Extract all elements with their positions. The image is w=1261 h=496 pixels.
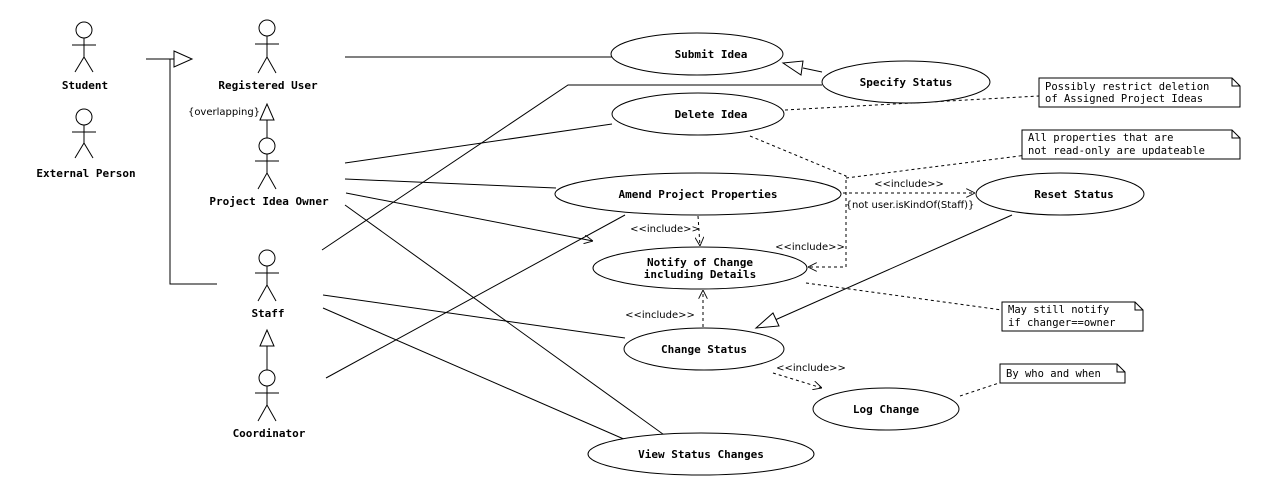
actor-staff: Staff [251, 249, 285, 320]
use-case-view-status-label: View Status Changes [638, 448, 764, 461]
assoc-notify-owner [345, 192, 593, 241]
actor-registered-user-label: Registered User [218, 79, 318, 92]
use-case-notify-line1: Notify of Change [647, 256, 753, 269]
generalization-reset-to-change-status [754, 214, 1013, 329]
associations [321, 56, 822, 441]
use-case-delete-idea: Delete Idea [611, 92, 785, 136]
assoc-owner-amend [344, 178, 557, 189]
use-case-notify-line2: including Details [644, 268, 757, 281]
actor-coordinator: Coordinator [233, 369, 306, 440]
assoc-staff-specify-status [321, 84, 822, 251]
note-who-when-text: By who and when [1006, 368, 1101, 380]
note-restrict-line2: of Assigned Project Ideas [1045, 93, 1203, 105]
include-amend-notify [698, 215, 700, 246]
generalization-coordinator-to-staff [259, 328, 275, 370]
include-label-change-log: <<include>> [776, 363, 846, 374]
use-case-submit-idea: Submit Idea [610, 32, 784, 76]
include-change-log [772, 372, 822, 388]
use-case-submit-idea-label: Submit Idea [675, 48, 748, 61]
use-case-view-status-changes: View Status Changes [587, 432, 815, 476]
generalization-to-registered-user [146, 50, 217, 285]
actor-external-person-label: External Person [36, 167, 135, 180]
use-case-reset-status: Reset Status [975, 172, 1145, 216]
actor-project-idea-owner: Project Idea Owner [209, 137, 329, 208]
include-dependencies [698, 135, 975, 388]
note-properties-line2: not read-only are updateable [1028, 145, 1205, 157]
actor-external-person: External Person [36, 108, 136, 180]
note-who-when: By who and when [999, 363, 1126, 384]
use-case-change-status: Change Status [623, 327, 785, 371]
use-case-delete-idea-label: Delete Idea [675, 108, 748, 121]
not-staff-constraint: {not user.isKindOf(Staff)} [846, 200, 975, 211]
generalization-owner-to-registered-user [259, 102, 275, 138]
actor-project-idea-owner-label: Project Idea Owner [209, 195, 329, 208]
note-notify-line2: if changer==owner [1008, 317, 1115, 329]
actor-registered-user: Registered User [218, 19, 318, 92]
note-properties-updateable: All properties that are not read-only ar… [1021, 129, 1241, 160]
assoc-staff-view-status [322, 307, 627, 441]
use-case-change-status-label: Change Status [661, 343, 747, 356]
use-case-reset-status-label: Reset Status [1034, 188, 1113, 201]
assoc-owner-delete-idea [344, 123, 613, 164]
assoc-staff-change-status [322, 294, 626, 339]
note-notify-line1: May still notify [1008, 304, 1109, 316]
note-properties-line1: All properties that are [1028, 132, 1173, 144]
use-case-amend-label: Amend Project Properties [619, 188, 778, 201]
generalization-specify-to-submit [781, 60, 823, 76]
use-case-log-change: Log Change [812, 387, 960, 431]
actor-student: Student [62, 21, 108, 92]
overlapping-constraint: {overlapping} [188, 107, 260, 118]
use-case-specify-status-label: Specify Status [860, 76, 953, 89]
use-case-log-change-label: Log Change [853, 403, 920, 416]
include-label-amend-notify: <<include>> [630, 224, 700, 235]
assoc-coordinator-amend [325, 214, 626, 379]
actor-student-label: Student [62, 79, 108, 92]
note-restrict-deletion: Possibly restrict deletion of Assigned P… [1038, 77, 1241, 108]
note-may-still-notify: May still notify if changer==owner [1001, 301, 1144, 332]
note-restrict-line1: Possibly restrict deletion [1045, 81, 1209, 93]
actor-staff-label: Staff [251, 307, 284, 320]
use-case-specify-status: Specify Status [821, 60, 991, 104]
include-label-amend-reset: <<include>> [874, 179, 944, 190]
include-label-delete-notify: <<include>> [775, 242, 845, 253]
include-label-change-notify: <<include>> [625, 310, 695, 321]
actor-coordinator-label: Coordinator [233, 427, 306, 440]
use-case-notify-of-change: Notify of Change including Details [592, 246, 808, 290]
use-case-amend-project-properties: Amend Project Properties [554, 172, 842, 216]
